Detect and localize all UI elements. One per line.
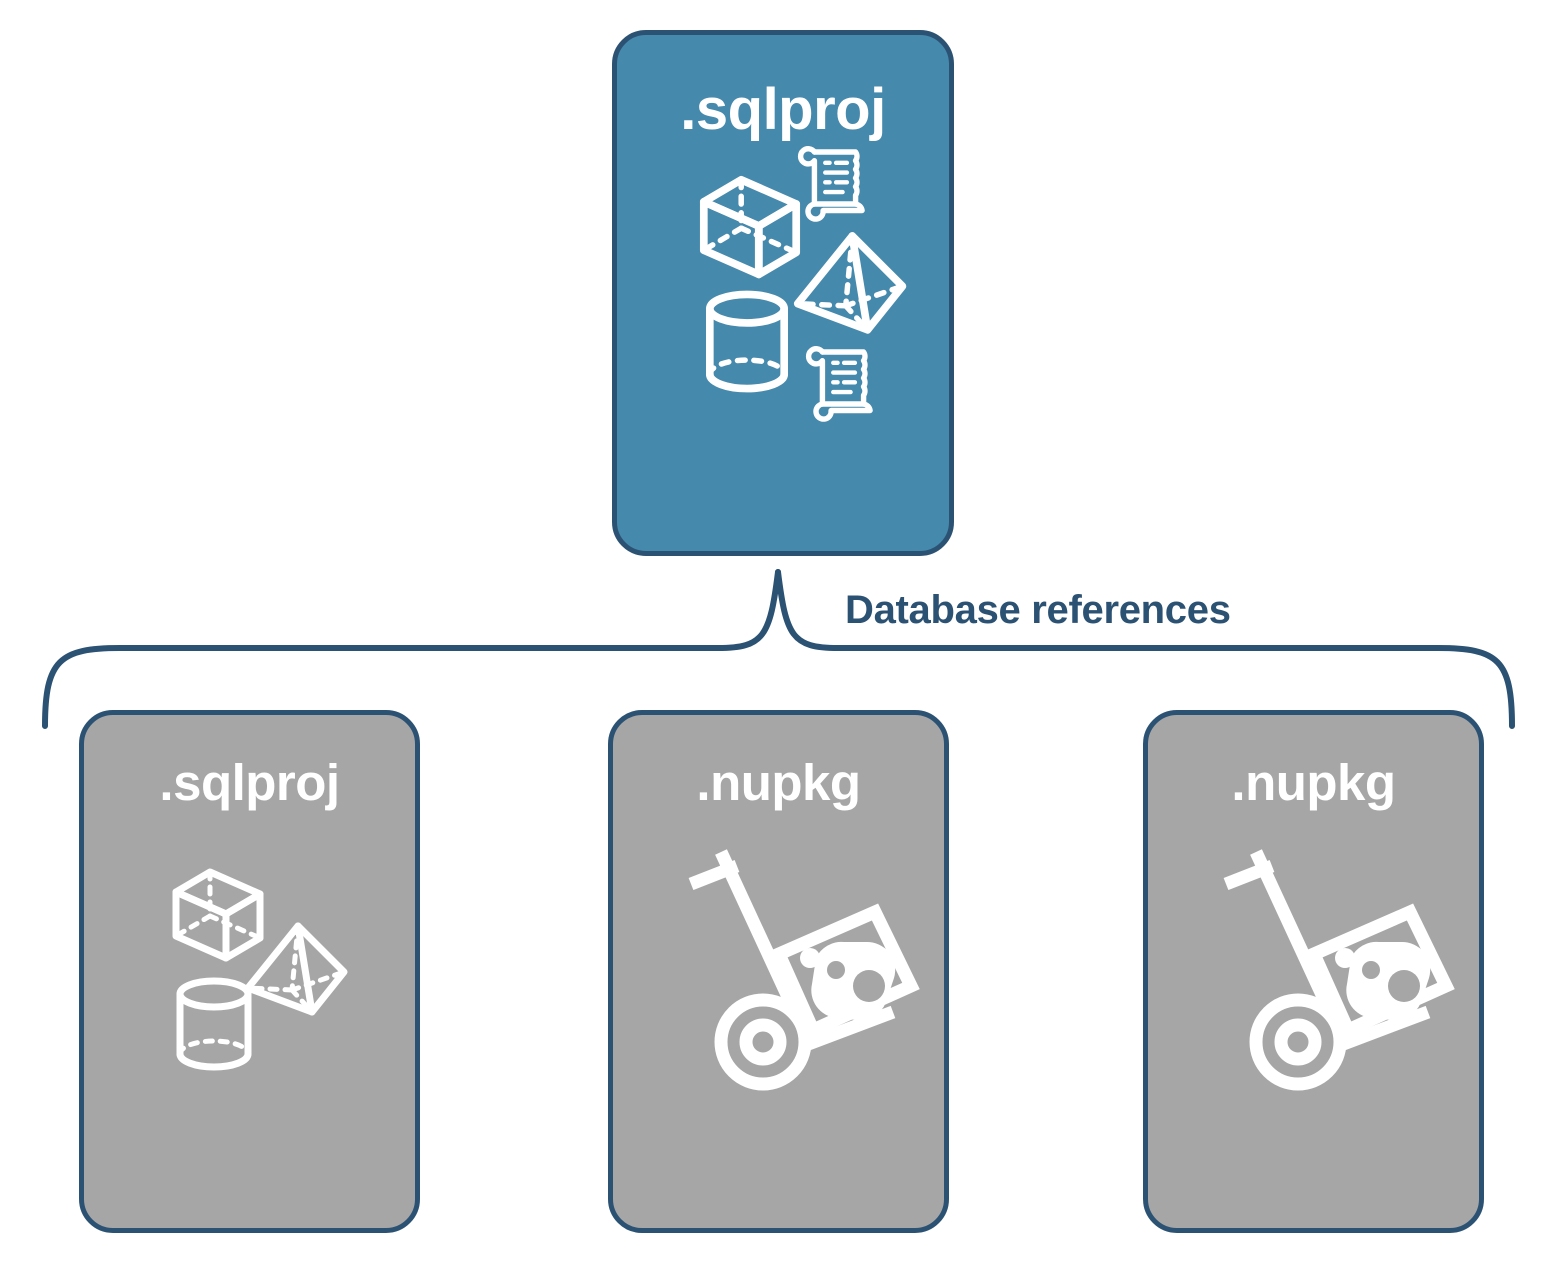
node-root-icon-area: [617, 139, 949, 551]
hand-truck-package-icon: [688, 849, 920, 1091]
cube-icon: [172, 868, 264, 962]
node-ref-0-title: .sqlproj: [159, 754, 340, 811]
node-ref-0-icon-area: [84, 808, 415, 1228]
node-ref-2-title: .nupkg: [1231, 754, 1396, 811]
node-ref-2-icon-area: [1148, 808, 1479, 1228]
hand-truck-package-icon: [1223, 849, 1455, 1091]
script-scroll-icon: [805, 346, 873, 422]
node-nupkg-reference-1[interactable]: .nupkg: [608, 710, 949, 1233]
cube-icon: [699, 175, 801, 279]
node-ref-1-icon-area: [613, 808, 944, 1228]
node-sqlproj-root[interactable]: .sqlproj: [612, 30, 954, 556]
node-ref-1-title: .nupkg: [696, 754, 861, 811]
cylinder-icon: [176, 977, 252, 1071]
node-root-title: .sqlproj: [680, 77, 886, 142]
node-sqlproj-reference[interactable]: .sqlproj: [79, 710, 420, 1233]
script-scroll-icon: [797, 146, 865, 222]
pyramid-icon: [244, 922, 348, 1016]
pyramid-icon: [793, 232, 907, 334]
cylinder-icon: [705, 290, 789, 393]
connector-label: Database references: [845, 588, 1231, 632]
node-nupkg-reference-2[interactable]: .nupkg: [1143, 710, 1484, 1233]
